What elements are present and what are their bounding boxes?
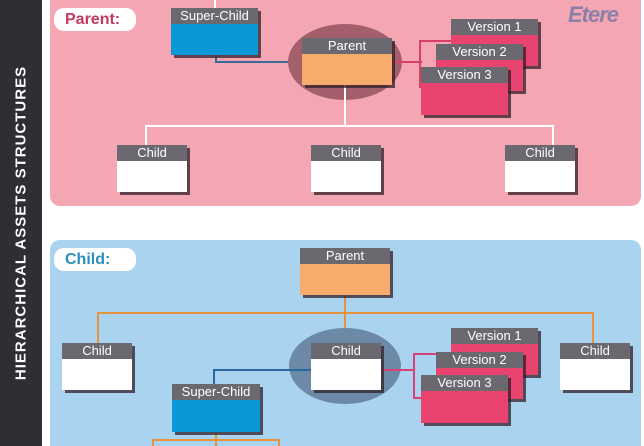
parent-node: Parent (302, 38, 392, 85)
sidebar-title: HIERARCHICAL ASSETS STRUCTURES (12, 65, 30, 381)
connector (552, 125, 554, 145)
connector (413, 397, 423, 399)
connector (145, 125, 147, 145)
super-child-node: Super-Child (171, 8, 258, 55)
etere-logo: Etere (568, 2, 619, 27)
connector (152, 439, 280, 441)
sibling-child-node: Child (62, 343, 132, 390)
child-section-label: Child: (54, 248, 136, 271)
connector (214, 0, 216, 8)
connector (145, 125, 554, 127)
connector (413, 353, 415, 399)
parent-node: Parent (300, 248, 390, 295)
connector (213, 369, 215, 385)
connector (413, 353, 453, 355)
connector (97, 312, 594, 314)
sidebar: HIERARCHICAL ASSETS STRUCTURES (0, 0, 42, 446)
connector (392, 61, 422, 63)
version-node: Version 3 (421, 375, 508, 423)
sibling-child-node: Child (560, 343, 630, 390)
connector (215, 61, 305, 63)
super-child-node: Super-Child (172, 384, 260, 432)
connector (381, 369, 415, 371)
child-node: Child (311, 145, 381, 192)
version-node: Version 3 (421, 67, 508, 115)
connector (419, 40, 453, 42)
child-node: Child (117, 145, 187, 192)
child-node: Child (505, 145, 575, 192)
connector (215, 55, 217, 63)
parent-section-label: Parent: (54, 8, 136, 31)
connector (344, 295, 346, 345)
connector (344, 85, 346, 127)
connector (97, 312, 99, 344)
connector (213, 369, 313, 371)
child-node: Child (311, 343, 381, 390)
connector (152, 439, 154, 446)
connector (278, 439, 280, 446)
connector (592, 312, 594, 344)
connector (419, 40, 421, 87)
